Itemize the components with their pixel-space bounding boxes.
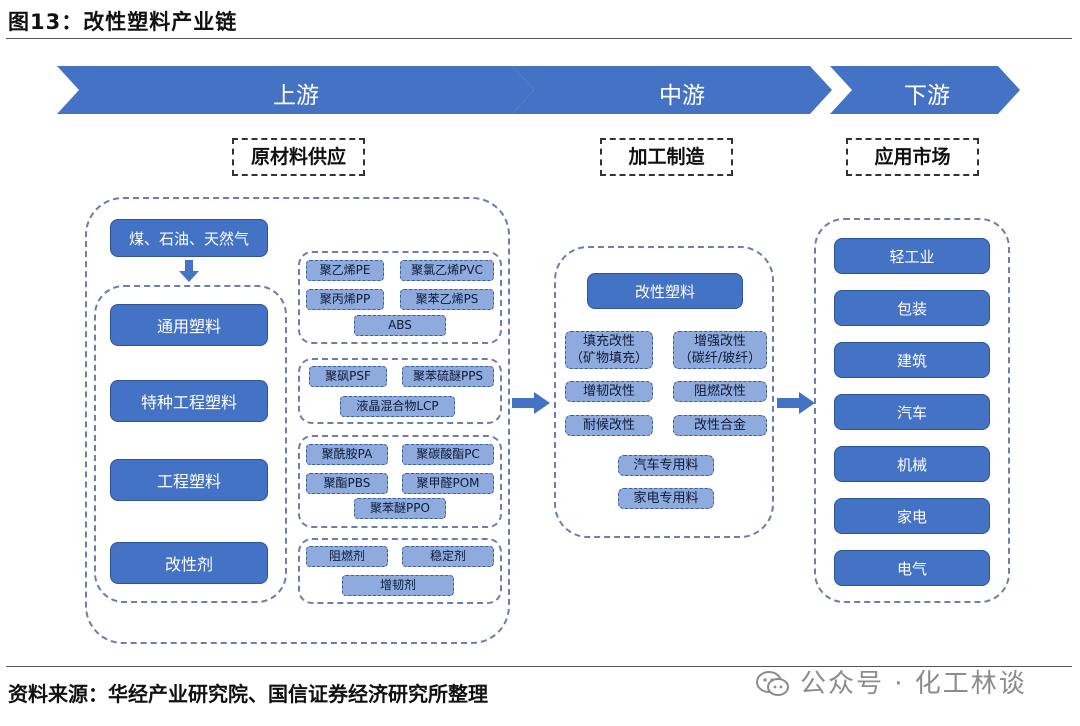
upstream-region	[85, 197, 510, 644]
top-divider	[6, 38, 1072, 39]
material-item: 增韧剂	[342, 575, 454, 596]
stage-chevrons	[57, 66, 1020, 114]
material-item: 聚乙烯PE	[306, 260, 384, 281]
general-plastics-group	[298, 251, 502, 344]
raw-material-box: 煤、石油、天然气	[110, 219, 268, 257]
material-item: 阻燃剂	[306, 546, 388, 567]
material-item: 聚酯PBS	[306, 473, 388, 494]
material-item: 聚苯醚PPO	[354, 498, 446, 519]
market-item: 建筑	[834, 342, 990, 378]
source-note: 资料来源：华经产业研究院、国信证券经济研究所整理	[8, 682, 488, 706]
midstream-region	[554, 246, 774, 538]
watermark: 公众号 · 化工林谈	[800, 669, 1027, 699]
modification-method: 填充改性 （矿物填充）	[565, 331, 653, 369]
modifiers-group	[298, 538, 502, 604]
material-item: 聚甲醛POM	[402, 473, 494, 494]
material-item: 聚苯硫醚PPS	[402, 366, 494, 387]
figure-title: 图13：改性塑料产业链	[8, 10, 238, 34]
category-special-engineering-plastics: 特种工程塑料	[110, 380, 268, 422]
material-item: 液晶混合物LCP	[340, 396, 455, 417]
stage-upstream-label: 上游	[273, 83, 319, 109]
market-item: 汽车	[834, 394, 990, 430]
material-item: 聚碳酸酯PC	[402, 444, 494, 465]
special-material: 汽车专用料	[618, 455, 714, 476]
wechat-icon	[756, 671, 789, 696]
modified-plastics-box: 改性塑料	[587, 273, 743, 309]
category-group	[94, 285, 287, 603]
stage-midstream-label: 中游	[659, 83, 705, 109]
downstream-region	[814, 218, 1010, 603]
midstream-chevron	[512, 66, 832, 114]
upstream-chevron	[57, 66, 534, 114]
material-item: 聚砜PSF	[309, 366, 387, 387]
right-arrow-icon	[512, 392, 550, 414]
category-engineering-plastics: 工程塑料	[110, 459, 268, 501]
material-item: 聚氯乙烯PVC	[400, 260, 494, 281]
special-plastics-group	[298, 358, 502, 424]
modification-method: 增强改性 （碳纤/玻纤）	[673, 331, 767, 369]
downstream-chevron	[830, 66, 1020, 114]
header-raw-materials: 原材料供应	[232, 138, 365, 176]
special-material: 家电专用料	[618, 488, 714, 509]
down-arrow-icon	[179, 260, 199, 282]
modification-method: 阻燃改性	[673, 381, 767, 402]
stage-downstream-label: 下游	[904, 83, 950, 109]
material-item: 聚丙烯PP	[306, 289, 384, 310]
header-processing: 加工制造	[600, 138, 733, 176]
material-item: ABS	[354, 315, 446, 336]
material-item: 聚酰胺PA	[306, 444, 388, 465]
material-item: 稳定剂	[402, 546, 494, 567]
market-item: 电气	[834, 550, 990, 586]
market-item: 家电	[834, 498, 990, 534]
modification-method: 改性合金	[673, 415, 767, 436]
right-arrow-icon	[777, 392, 815, 414]
material-item: 聚苯乙烯PS	[400, 289, 494, 310]
modification-method: 增韧改性	[565, 381, 653, 402]
bottom-divider	[6, 666, 1072, 667]
category-modifiers: 改性剂	[110, 542, 268, 584]
header-application: 应用市场	[846, 138, 979, 176]
market-item: 包装	[834, 290, 990, 326]
engineering-plastics-group	[298, 435, 502, 528]
market-item: 机械	[834, 446, 990, 482]
market-item: 轻工业	[834, 238, 990, 274]
category-general-plastics: 通用塑料	[110, 304, 268, 346]
modification-method: 耐候改性	[565, 415, 653, 436]
